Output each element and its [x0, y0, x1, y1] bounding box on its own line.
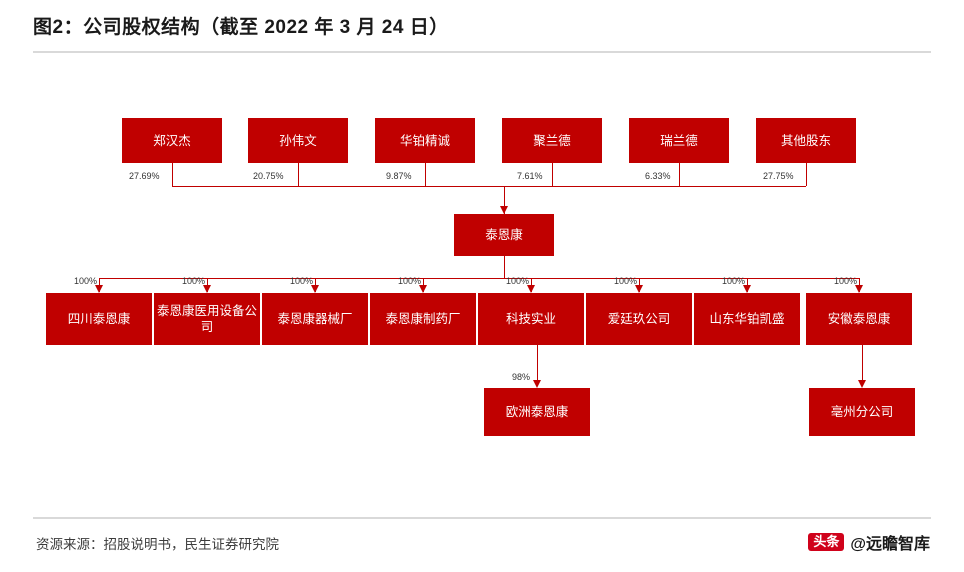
pct-sub-3: 100% — [290, 276, 314, 286]
node-subsidiary-1[interactable]: 四川泰恩康 — [46, 293, 152, 345]
brand-name-text: @远瞻智库 — [850, 536, 930, 553]
pct-sub-1: 100% — [74, 276, 98, 286]
connector-subsidiary-bus — [99, 278, 859, 279]
connector-sub-3 — [315, 278, 316, 292]
connector-sub-4 — [423, 278, 424, 292]
connector-sub-8 — [859, 278, 860, 292]
pct-shareholder-5: 6.33% — [645, 171, 671, 181]
pct-shareholder-4: 7.61% — [517, 171, 543, 181]
node-grandchild-1[interactable]: 欧洲泰恩康 — [484, 388, 590, 436]
node-shareholder-5[interactable]: 瑞兰德 — [629, 118, 729, 163]
pct-sub-7: 100% — [722, 276, 746, 286]
node-grandchild-2[interactable]: 亳州分公司 — [809, 388, 915, 436]
source-note: 资源来源：招股说明书，民生证券研究院 — [36, 537, 279, 552]
pct-shareholder-3: 9.87% — [386, 171, 412, 181]
connector-shareholder-3 — [425, 163, 426, 186]
title-divider — [33, 51, 931, 53]
node-core-company[interactable]: 泰恩康 — [454, 214, 554, 256]
pct-sub-2: 100% — [182, 276, 206, 286]
connector-shareholder-5 — [679, 163, 680, 186]
connector-grandchild-2 — [862, 345, 863, 386]
node-subsidiary-7[interactable]: 山东华铂凯盛 — [694, 293, 800, 345]
connector-grandchild-1 — [537, 345, 538, 386]
node-shareholder-3[interactable]: 华铂精诚 — [375, 118, 475, 163]
node-shareholder-1[interactable]: 郑汉杰 — [122, 118, 222, 163]
connector-sub-5 — [531, 278, 532, 292]
page-title: 图2：公司股权结构（截至 2022 年 3 月 24 日） — [33, 12, 931, 48]
connector-shareholder-1 — [172, 163, 173, 186]
connector-shareholder-6 — [806, 163, 807, 186]
node-shareholder-4[interactable]: 聚兰德 — [502, 118, 602, 163]
page-title-text: 图2：公司股权结构（截至 2022 年 3 月 24 日） — [33, 17, 449, 38]
pct-shareholder-6: 27.75% — [763, 171, 794, 181]
pct-sub-6: 100% — [614, 276, 638, 286]
pct-sub-5: 100% — [506, 276, 530, 286]
pct-sub-4: 100% — [398, 276, 422, 286]
pct-shareholder-1: 27.69% — [129, 171, 160, 181]
connector-bus-to-core — [504, 186, 505, 214]
pct-shareholder-2: 20.75% — [253, 171, 284, 181]
footer-divider — [33, 517, 931, 519]
node-shareholder-2[interactable]: 孙伟文 — [248, 118, 348, 163]
pct-grandchild-1: 98% — [512, 372, 531, 382]
node-subsidiary-2[interactable]: 泰恩康医用设备公司 — [154, 293, 260, 345]
node-subsidiary-3[interactable]: 泰恩康器械厂 — [262, 293, 368, 345]
pct-sub-8: 100% — [834, 276, 858, 286]
node-subsidiary-6[interactable]: 爱廷玖公司 — [586, 293, 692, 345]
connector-sub-7 — [747, 278, 748, 292]
brand-watermark: 头条 @远瞻智库 — [808, 530, 930, 554]
node-subsidiary-4[interactable]: 泰恩康制药厂 — [370, 293, 476, 345]
connector-shareholder-4 — [552, 163, 553, 186]
connector-shareholder-2 — [298, 163, 299, 186]
connector-sub-6 — [639, 278, 640, 292]
node-subsidiary-5[interactable]: 科技实业 — [478, 293, 584, 345]
connector-shareholder-bus — [172, 186, 806, 187]
node-subsidiary-8[interactable]: 安徽泰恩康 — [806, 293, 912, 345]
toutiao-badge-icon: 头条 — [808, 533, 845, 551]
connector-sub-1 — [99, 278, 100, 292]
connector-sub-2 — [207, 278, 208, 292]
connector-core-down — [504, 256, 505, 278]
node-shareholder-6[interactable]: 其他股东 — [756, 118, 856, 163]
